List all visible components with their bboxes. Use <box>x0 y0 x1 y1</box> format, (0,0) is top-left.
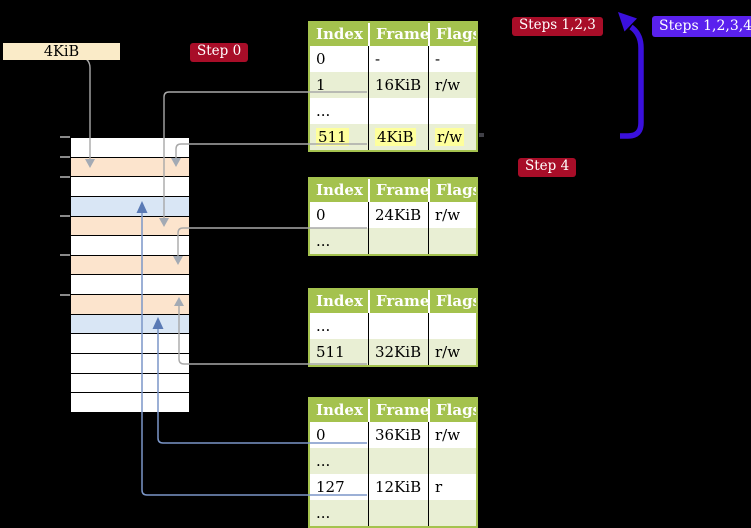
memory-row-white <box>71 236 189 256</box>
memory-tick <box>60 176 70 178</box>
cell-flags: r/w <box>428 72 476 98</box>
page-table-top: Index Frame Flags 0 - - 1 16KiB r/w ... … <box>308 21 478 152</box>
cell-index: 127 <box>316 478 345 496</box>
table-row: ... <box>310 448 476 474</box>
cell-index: ... <box>316 317 331 335</box>
cell-index: 0 <box>316 50 326 68</box>
table-header-row: Index Frame Flags <box>310 179 476 202</box>
memory-row-orange <box>71 295 189 315</box>
table-row: 0 24KiB r/w <box>310 202 476 228</box>
memory-tick <box>60 156 70 158</box>
memory-row-white <box>71 334 189 355</box>
cell-frame <box>368 448 428 474</box>
table-row: 0 - - <box>310 46 476 72</box>
cell-index: 511 <box>316 343 345 361</box>
step4-badge: Step 4 <box>518 158 577 177</box>
cell-index: 0 <box>316 426 326 444</box>
column-header-flags: Flags <box>428 23 476 46</box>
cell-flags <box>428 448 476 474</box>
memory-row-white <box>71 275 189 296</box>
cell-frame: 32KiB <box>368 339 428 365</box>
memory-row-white <box>71 373 189 394</box>
cell-flags: r/w <box>428 339 476 365</box>
memory-row-orange <box>71 157 189 178</box>
table-row: 0 36KiB r/w <box>310 422 476 448</box>
cell-index: 1 <box>316 76 326 94</box>
column-header-flags: Flags <box>428 179 476 202</box>
cell-frame <box>368 98 428 124</box>
table-row: ... <box>310 500 476 526</box>
cell-index: ... <box>316 232 331 250</box>
table-row: ... <box>310 98 476 124</box>
cell-flags: - <box>428 46 476 72</box>
steps-1234-badge: Steps 1,2,3,4 <box>652 16 751 38</box>
cell-flags <box>428 313 476 339</box>
cell-frame <box>368 500 428 526</box>
memory-row-orange <box>71 216 189 237</box>
memory-tick <box>60 294 70 296</box>
column-header-frame: Frame <box>368 399 428 422</box>
cell-index: ... <box>316 452 331 470</box>
memory-tick <box>60 136 70 138</box>
table-row: ... <box>310 228 476 254</box>
table-header-row: Index Frame Flags <box>310 23 476 46</box>
cell-flags <box>428 228 476 254</box>
cell-flags: r/w <box>428 202 476 228</box>
cell-frame: - <box>368 46 428 72</box>
arrowhead-up-left-icon <box>618 12 637 32</box>
memory-row-blue <box>71 314 189 335</box>
cell-index: 511 <box>316 128 349 146</box>
table-row: 127 12KiB r <box>310 474 476 500</box>
big-steps-arrow <box>618 12 644 139</box>
memory-tick <box>60 215 70 217</box>
table-row: ... <box>310 313 476 339</box>
column-header-frame: Frame <box>368 290 428 313</box>
column-header-index: Index <box>316 401 363 419</box>
cell-index: ... <box>316 102 331 120</box>
cell-flags: r <box>428 474 476 500</box>
column-header-frame: Frame <box>368 23 428 46</box>
cell-frame: 12KiB <box>368 474 428 500</box>
memory-row-white <box>71 354 189 374</box>
page-table-third: Index Frame Flags ... 511 32KiB r/w <box>308 288 478 367</box>
page-table-second: Index Frame Flags 0 24KiB r/w ... <box>308 177 478 256</box>
memory-row-white <box>71 177 189 197</box>
cell-frame: 4KiB <box>368 124 428 150</box>
table-header-row: Index Frame Flags <box>310 399 476 422</box>
table-row: 1 16KiB r/w <box>310 72 476 98</box>
cell-frame: 16KiB <box>368 72 428 98</box>
cell-index: 0 <box>316 206 326 224</box>
column-header-flags: Flags <box>428 399 476 422</box>
page-table-bottom: Index Frame Flags 0 36KiB r/w ... 127 12… <box>308 397 478 528</box>
cell-frame: 36KiB <box>368 422 428 448</box>
step0-badge: Step 0 <box>190 43 249 62</box>
cell-frame <box>368 313 428 339</box>
table-row: 511 32KiB r/w <box>310 339 476 365</box>
cell-flags <box>428 98 476 124</box>
page-size-label: 4KiB <box>3 43 120 60</box>
table-header-row: Index Frame Flags <box>310 290 476 313</box>
cell-frame <box>368 228 428 254</box>
column-header-frame: Frame <box>368 179 428 202</box>
cell-flags <box>428 500 476 526</box>
memory-row-blue <box>71 196 189 217</box>
dash-mark <box>479 133 484 137</box>
steps-123-badge: Steps 1,2,3 <box>512 17 603 36</box>
table-row-highlighted: 511 4KiB r/w <box>310 124 476 150</box>
memory-row-white <box>71 138 189 158</box>
cell-flags: r/w <box>428 124 476 150</box>
memory-tick <box>60 254 70 256</box>
column-header-index: Index <box>316 181 363 199</box>
memory-row-orange <box>71 255 189 276</box>
cell-flags: r/w <box>428 422 476 448</box>
column-header-flags: Flags <box>428 290 476 313</box>
memory-column <box>70 137 190 413</box>
cell-frame: 24KiB <box>368 202 428 228</box>
cell-index: ... <box>316 504 331 522</box>
column-header-index: Index <box>316 25 363 43</box>
column-header-index: Index <box>316 292 363 310</box>
memory-row-white <box>71 393 189 412</box>
